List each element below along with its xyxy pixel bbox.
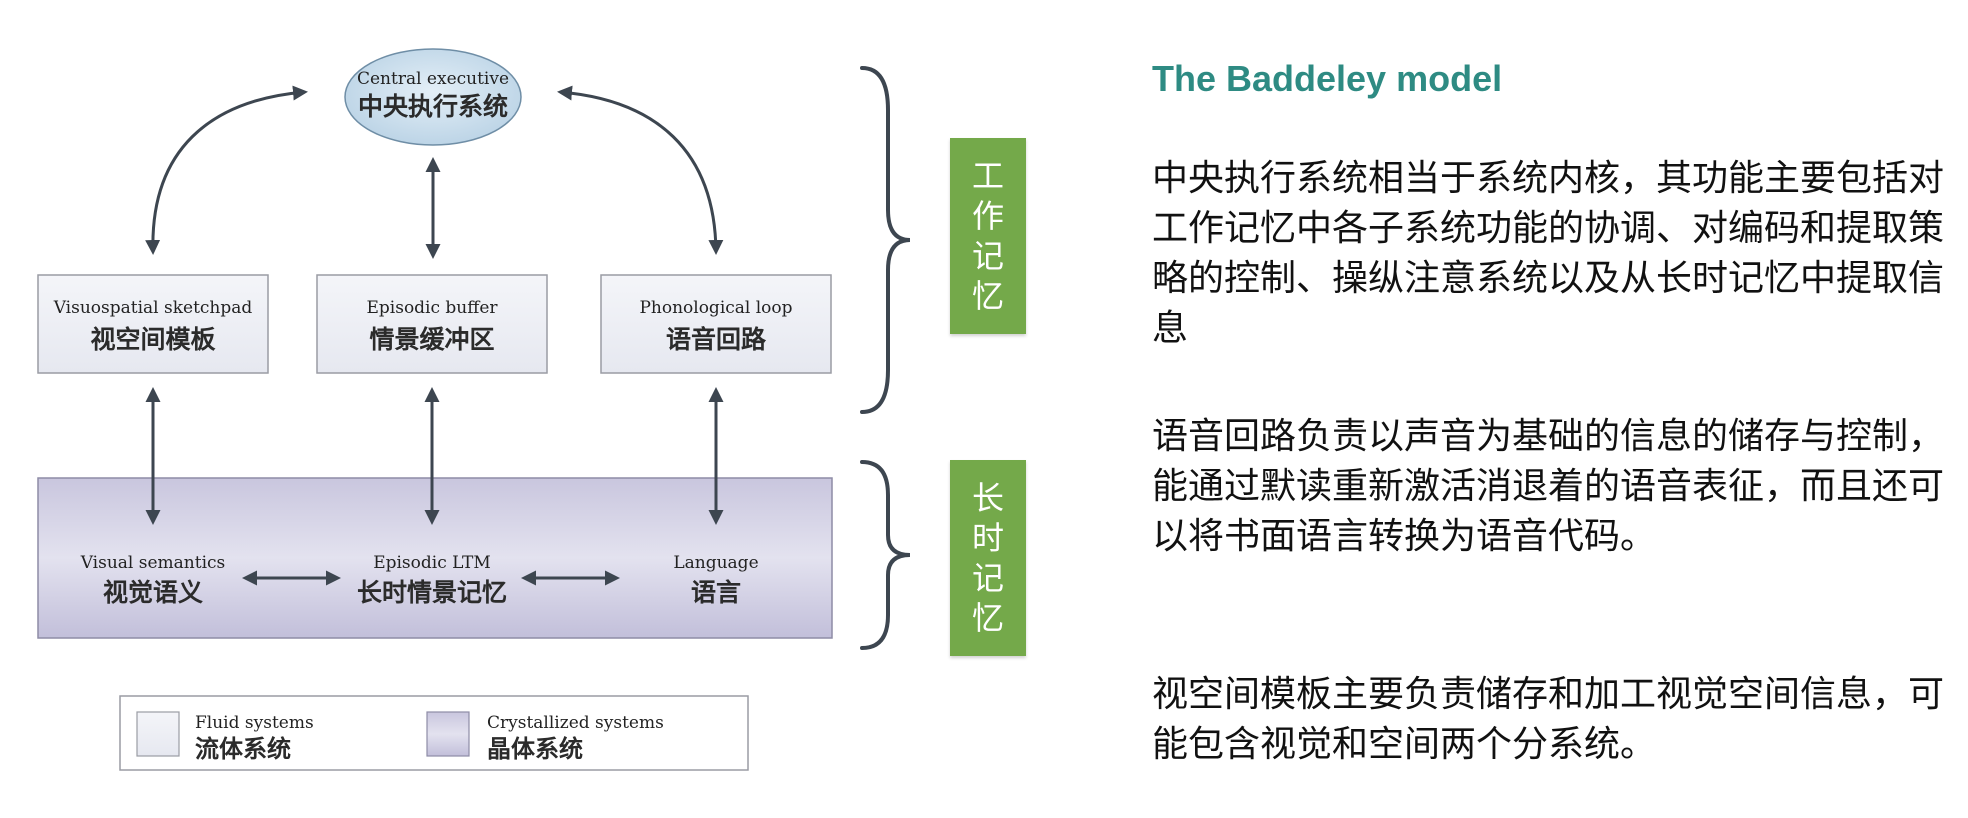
arrow-central-to-sketchpad (145, 85, 308, 255)
tag-long-term-memory-label: 长时记忆 (971, 479, 1004, 637)
paragraph-visuospatial-sketchpad: 视空间模板主要负责储存和加工视觉空间信息，可能包含视觉和空间两个分系统。 (1152, 674, 1945, 765)
language-en: Language (673, 553, 758, 573)
episodic-buffer-zh: 情景缓冲区 (369, 325, 494, 354)
visuospatial-sketchpad-zh: 视空间模板 (90, 325, 215, 354)
episodic-ltm-zh: 长时情景记忆 (357, 578, 507, 607)
legend-crystallized-en: Crystallized systems (487, 713, 664, 733)
brace-long-term-memory (860, 460, 911, 650)
central-executive-en: Central executive (357, 69, 509, 89)
legend-fluid-en: Fluid systems (195, 713, 314, 733)
visuospatial-sketchpad-en: Visuospatial sketchpad (53, 298, 253, 318)
central-executive-node: Central executive 中央执行系统 (344, 48, 522, 146)
legend: Fluid systems 流体系统 Crystallized systems … (119, 695, 749, 771)
legend-crystallized-zh: 晶体系统 (487, 735, 583, 763)
page-title: The Baddeley model (1152, 58, 1503, 99)
tag-working-memory: 工作记忆 (950, 138, 1026, 334)
tag-long-term-memory: 长时记忆 (950, 460, 1026, 656)
paragraph-phonological-loop: 语音回路负责以声音为基础的信息的储存与控制，能通过默读重新激活消退着的语音表征，… (1152, 416, 1945, 557)
long-term-memory-band: Visual semantics 视觉语义 Episodic LTM 长时情景记… (37, 477, 833, 639)
episodic-ltm-en: Episodic LTM (373, 553, 491, 573)
central-executive-zh: 中央执行系统 (358, 92, 508, 121)
phonological-loop-zh: 语音回路 (666, 325, 767, 354)
episodic-buffer-en: Episodic buffer (366, 298, 498, 318)
tag-working-memory-label: 工作记忆 (971, 157, 1004, 315)
legend-fluid-zh: 流体系统 (195, 735, 291, 763)
phonological-loop-box: Phonological loop 语音回路 (600, 274, 832, 374)
brace-working-memory (860, 66, 911, 414)
legend-fluid-swatch (136, 711, 180, 757)
visuospatial-sketchpad-box: Visuospatial sketchpad 视空间模板 (37, 274, 269, 374)
legend-crystallized-swatch (426, 711, 470, 757)
visual-semantics-zh: 视觉语义 (103, 578, 203, 607)
episodic-buffer-box: Episodic buffer 情景缓冲区 (316, 274, 548, 374)
phonological-loop-en: Phonological loop (639, 298, 792, 318)
visual-semantics-en: Visual semantics (80, 553, 226, 573)
arrow-central-to-phonological (557, 85, 724, 255)
paragraph-central-executive: 中央执行系统相当于系统内核，其功能主要包括对工作记忆中各子系统功能的协调、对编码… (1152, 158, 1945, 349)
language-zh: 语言 (691, 578, 741, 607)
baddeley-diagram: Central executive 中央执行系统 Visuospatial sk… (37, 48, 911, 771)
